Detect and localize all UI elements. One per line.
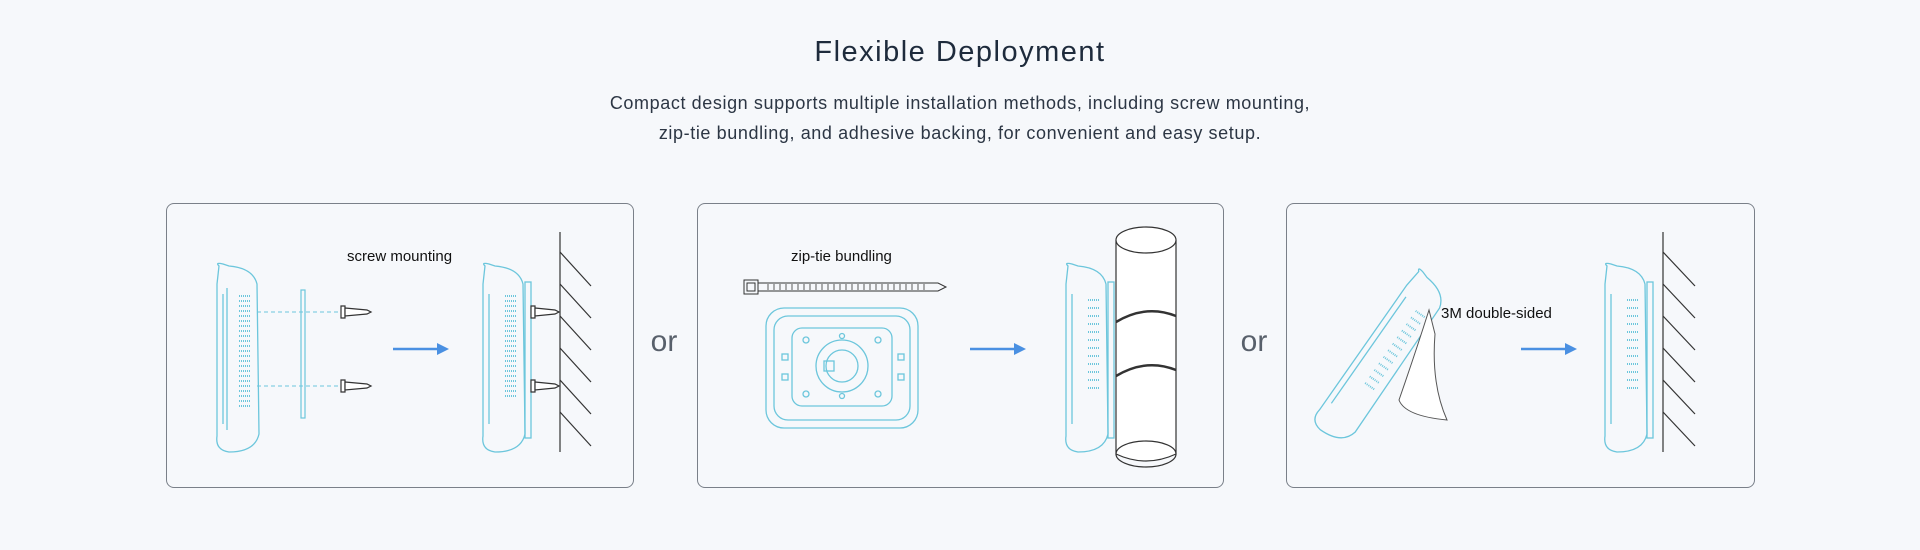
device-side-icon-mounted bbox=[482, 262, 532, 453]
adhesive-panel: 3M double-sided bbox=[1286, 203, 1755, 488]
device-vent-grille-adhered bbox=[1627, 299, 1639, 389]
subtitle-line-1: Compact design supports multiple install… bbox=[609, 93, 1311, 113]
screw-icon-mounted bbox=[530, 305, 561, 393]
or-separator-1: or bbox=[650, 325, 678, 358]
arrow-right-icon bbox=[393, 343, 449, 355]
page-title: Flexible Deployment bbox=[814, 36, 1106, 68]
or-separator-2: or bbox=[1240, 325, 1268, 358]
arrow-right-icon bbox=[1521, 343, 1577, 355]
wall-hatch-icon bbox=[1662, 232, 1696, 452]
screw-mounting-illustration: screw mounting bbox=[216, 232, 592, 453]
device-vent-grille-pole bbox=[1088, 299, 1100, 389]
device-back-icon bbox=[765, 307, 919, 429]
zip-tie-panel: zip-tie bundling bbox=[697, 203, 1224, 488]
device-side-icon-on-pole bbox=[1065, 262, 1115, 453]
adhesive-tape-icon bbox=[1398, 308, 1448, 421]
adhesive-illustration: 3M double-sided bbox=[1314, 232, 1696, 453]
zip-tie-icon bbox=[743, 279, 948, 295]
page-subtitle: Compact design supports multiple install… bbox=[0, 88, 1920, 148]
zip-tie-label: zip-tie bundling bbox=[791, 248, 892, 265]
screw-icon bbox=[340, 305, 373, 393]
device-vent-grille-mounted bbox=[505, 295, 517, 397]
pole-icon bbox=[1115, 226, 1177, 468]
mounting-plate bbox=[300, 289, 306, 419]
adhesive-label: 3M double-sided bbox=[1441, 305, 1552, 322]
device-vent-grille bbox=[239, 295, 251, 407]
screw-mounting-label: screw mounting bbox=[347, 248, 452, 265]
wall-hatch-icon bbox=[559, 232, 592, 452]
zip-tie-illustration: zip-tie bundling bbox=[743, 226, 1177, 468]
screw-mounting-panel: screw mounting bbox=[166, 203, 634, 488]
device-side-icon-adhered bbox=[1604, 262, 1654, 453]
subtitle-line-2: zip-tie bundling, and adhesive backing, … bbox=[658, 123, 1262, 143]
arrow-right-icon bbox=[970, 343, 1026, 355]
device-side-icon bbox=[216, 262, 260, 453]
